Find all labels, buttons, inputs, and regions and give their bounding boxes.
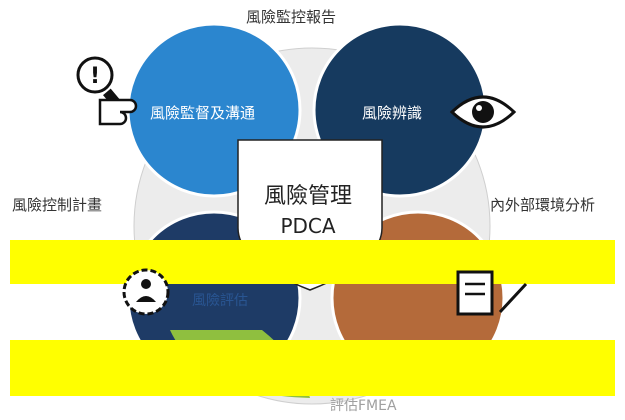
center-title: 風險管理 — [263, 184, 352, 209]
label-assessment-fmea: 評估FMEA — [330, 398, 397, 414]
eye-icon — [449, 95, 517, 129]
quadrant-identify-label: 風險辨識 — [362, 104, 423, 122]
label-risk-monitoring-report: 風險監控報告 — [246, 8, 337, 26]
center-subtitle: PDCA — [280, 214, 336, 238]
magnifier-hand-icon: ! — [76, 56, 138, 126]
svg-text:!: ! — [90, 64, 100, 89]
quadrant-control-label: 風險評估 — [192, 293, 248, 309]
highlight-band-lower — [10, 340, 615, 396]
label-environment-analysis: 內外部環境分析 — [490, 196, 596, 214]
highlight-band-upper — [10, 240, 615, 284]
label-risk-control-plan: 風險控制計畫 — [12, 196, 103, 214]
quadrant-monitor-label: 風險監督及溝通 — [150, 104, 256, 122]
